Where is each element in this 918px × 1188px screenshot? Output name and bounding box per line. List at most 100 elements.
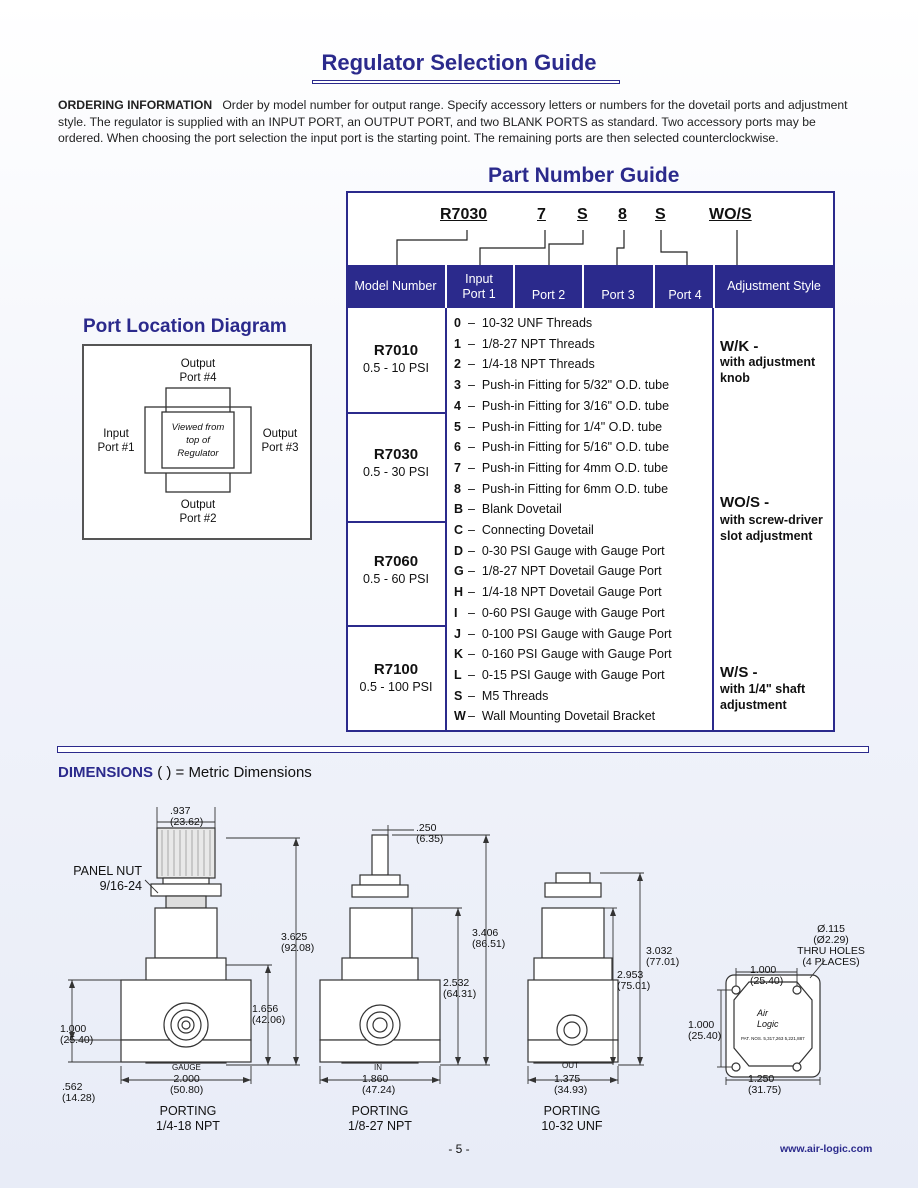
code-model: R7030 [440,206,488,223]
header-model-number: Model Number [354,279,437,293]
dim-value: .937 [170,805,191,817]
model-name: R7010 [373,342,419,359]
port-option-row: B– Blank Dovetail [454,502,562,516]
logo-text: Air [757,1008,768,1018]
adjustment-code: WO/S - [720,494,770,511]
port-option-row: S– M5 Threads [454,689,548,703]
caption-line2: 1/8-27 NPT [348,1119,412,1133]
header-port3: Port 3 [601,288,635,302]
dim-value: 3.406 [472,927,499,939]
dim-value: .562 [62,1081,83,1093]
option-key: D [454,543,464,558]
dim-d4-left: 1.000(25.40) [688,1020,721,1042]
option-key: G [454,564,464,579]
port1-line1: Input [103,428,129,440]
adjustment-code: W/K - [720,338,759,355]
port-gauge-label: GAUGE [172,1063,201,1072]
option-key: 8 [454,481,461,496]
dim-d1-base: .562(14.28) [62,1082,95,1104]
option-key: H [454,585,464,600]
adjustment-code: W/S - [720,664,758,681]
patent-text: PAT. NOS. 5,317,263 5,221,887 [741,1036,805,1041]
header-input-line1: Input [465,272,493,286]
dim-value: 1.000 [60,1023,87,1035]
port-option-row: 8– Push-in Fitting for 6mm O.D. tube [454,482,668,496]
option-description: 0-30 PSI Gauge with Gauge Port [481,543,665,558]
port3-line1: Output [262,428,298,440]
option-separator: – [468,647,475,662]
column-divider-left [445,308,447,732]
option-separator: – [468,419,475,434]
option-description: 1/4-18 NPT Threads [481,357,595,372]
code-port1: 7 [537,206,546,223]
dim-d3-width: 1.375(34.93) [554,1074,587,1096]
option-description: Push-in Fitting for 4mm O.D. tube [481,460,669,475]
option-separator: – [468,626,475,641]
ordering-information: ORDERING INFORMATION Order by model numb… [58,97,858,147]
option-key: 4 [454,398,461,413]
option-separator: – [468,398,475,413]
port-option-row: W– Wall Mounting Dovetail Bracket [454,709,655,723]
dim-text: (4 PLACES) [802,956,860,968]
option-key: 3 [454,378,461,393]
option-key: C [454,523,464,537]
port-option-row: I– 0-60 PSI Gauge with Gauge Port [454,606,665,620]
port3-label: Output Port #3 [254,427,306,455]
adjustment-desc-line: with screw-driver [720,513,823,527]
viewed-line2: top of [186,435,210,446]
code-connector-lines [396,230,738,266]
port-option-row: C– Connecting Dovetail [454,523,594,537]
adjustment-desc: with screw-driver slot adjustment [720,512,823,544]
option-description: 1/4-18 NPT Dovetail Gauge Port [481,585,662,600]
option-key: S [454,688,463,703]
column-divider-right [712,308,714,732]
dim-metric: (86.51) [472,938,506,950]
caption-line2: 10-32 UNF [541,1119,603,1133]
title-underline [312,80,620,84]
dim-value: 3.625 [281,931,308,943]
port-option-row: H– 1/4-18 NPT Dovetail Gauge Port [454,585,662,599]
port-option-row: G– 1/8-27 NPT Dovetail Gauge Port [454,564,662,578]
port-out-label: OUT [562,1061,579,1070]
option-separator: – [468,481,475,496]
option-description: 0-160 PSI Gauge with Gauge Port [481,647,672,662]
dim-metric: (47.24) [362,1084,396,1096]
panel-nut-line1: PANEL NUT [73,864,142,878]
option-separator: – [468,585,475,600]
viewed-line1: Viewed from [171,422,225,433]
option-description: Push-in Fitting for 5/16" O.D. tube [481,440,670,455]
dimensions-title-bold: DIMENSIONS [58,764,154,781]
dim-d1-height: 3.625(92.08) [281,932,314,954]
dim-metric: (42.06) [252,1014,286,1026]
dim-shaft: .250(6.35) [416,823,443,845]
part-number-guide-title: Part Number Guide [488,164,680,187]
viewed-line3: Regulator [177,448,219,459]
header-divider [582,265,584,308]
port-location-diagram: Output Port #4 Input Port #1 Output Port… [82,344,312,540]
option-separator: – [468,502,475,517]
option-description: 10-32 UNF Threads [481,316,593,330]
port-option-row: 7– Push-in Fitting for 4mm O.D. tube [454,461,668,475]
dim-d2-width: 1.860(47.24) [362,1074,395,1096]
option-description: Push-in Fitting for 5/32" O.D. tube [481,378,670,393]
option-key: W [454,709,466,724]
adjustment-desc-line: with adjustment [720,355,816,369]
header-divider [445,265,447,308]
option-key: K [454,647,464,662]
dim-metric: (31.75) [748,1084,782,1096]
port2-line2: Port #2 [179,513,217,525]
dimensions-title-rest: ( ) = Metric Dimensions [157,764,312,781]
header-input-port1: Input Port 1 [447,272,511,302]
option-separator: – [468,336,475,351]
option-key: L [454,667,462,682]
port2-label: Output Port #2 [164,498,232,526]
port3-line2: Port #3 [261,442,299,454]
dim-d3-body: 2.953(75.01) [617,970,650,992]
footer-url[interactable]: www.air-logic.com [780,1143,873,1155]
regulator-shaft-drawing [319,834,441,1064]
model-cell-r7100: R7100 0.5 - 100 PSI [346,661,446,694]
regulator-top-view-outline [144,387,252,493]
option-separator: – [468,667,475,682]
dim-value: Ø.115 [817,923,845,935]
